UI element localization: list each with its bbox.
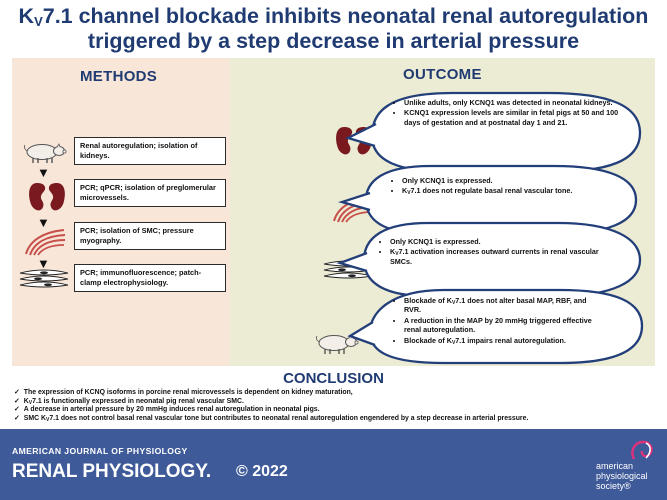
society-logo-icon [631, 440, 653, 460]
society-name: american physiological society® [596, 461, 648, 491]
check-icon: ✓ [14, 406, 20, 414]
outcome-bubble-text: Only KCNQ1 is expressed. KV7.1 activatio… [378, 237, 622, 267]
check-icon: ✓ [14, 414, 20, 422]
copyright-year: © 2022 [236, 463, 288, 480]
method-step-box: PCR; isolation of SMC; pressure myograph… [74, 222, 226, 250]
check-icon: ✓ [14, 389, 20, 396]
conclusion-item: ✓The expression of KCNQ isoforms in porc… [14, 389, 353, 396]
outcome-heading: OUTCOME [403, 66, 482, 83]
outcome-item: A reduction in the MAP by 20 mmHg trigge… [404, 316, 592, 335]
method-step-box: PCR; immunofluorescence; patch-clamp ele… [74, 264, 226, 292]
down-arrow-icon: ▼ [37, 256, 50, 271]
outcome-bubble-2-tail [338, 191, 371, 212]
outcome-bubble-4 [368, 288, 644, 365]
outcome-bubbles [336, 91, 644, 365]
conclusion-heading: CONCLUSION [283, 370, 384, 387]
conclusion-list: ✓The expression of KCNQ isoforms in porc… [14, 389, 654, 423]
conclusion-item: ✓A decrease in arterial pressure by 20 m… [14, 406, 320, 414]
outcome-item: KCNQ1 expression levels are similar in f… [404, 108, 628, 127]
method-step-box: Renal autoregulation; isolation of kidne… [74, 137, 226, 165]
outcome-item: Blockade of KV7.1 does not alter basal M… [404, 296, 592, 315]
smooth-muscle-cells-icon [19, 269, 69, 288]
outcome-bubble-text: Blockade of KV7.1 does not alter basal M… [392, 296, 592, 346]
methods-panel [12, 58, 230, 366]
pig-icon [23, 143, 67, 163]
outcome-item: Only KCNQ1 is expressed. [390, 237, 622, 246]
outcome-bubble-1-tail [344, 122, 377, 148]
outcome-item: Blockade of KV7.1 impairs renal autoregu… [404, 336, 592, 346]
page-title: KV7.1 channel blockade inhibits neonatal… [0, 4, 667, 54]
outcome-item: Unlike adults, only KCNQ1 was detected i… [404, 98, 628, 107]
pig-icon [315, 334, 359, 354]
outcome-item: KV7.1 activation increases outward curre… [390, 247, 622, 266]
vessels-icon [25, 229, 66, 256]
outcome-bubble-3-tail [336, 251, 368, 273]
journal-series: AMERICAN JOURNAL OF PHYSIOLOGY [12, 446, 188, 456]
outcome-item: Only KCNQ1 is expressed. [402, 176, 620, 185]
title-line-1: KV7.1 channel blockade inhibits neonatal… [18, 4, 649, 29]
down-arrow-icon: ▼ [37, 215, 50, 230]
title-line-2: triggered by a step decrease in arterial… [87, 29, 580, 53]
outcome-bubble-text: Only KCNQ1 is expressed. KV7.1 does not … [390, 176, 620, 197]
method-step-box: PCR; qPCR; isolation of preglomerular mi… [74, 179, 226, 207]
outcome-item: KV7.1 does not regulate basal renal vasc… [402, 186, 620, 196]
footer-bar [0, 429, 667, 500]
conclusion-item: ✓KV7.1 is functionally expressed in neon… [14, 397, 244, 406]
conclusion-item: ✓SMC KV7.1 does not control basal renal … [14, 414, 529, 423]
check-icon: ✓ [14, 397, 20, 405]
methods-heading: METHODS [80, 68, 158, 85]
outcome-bubble-4-tail [347, 321, 376, 347]
journal-name: RENAL PHYSIOLOGY. [12, 461, 212, 482]
down-arrow-icon: ▼ [37, 165, 50, 180]
kidneys-icon [29, 183, 65, 211]
outcome-bubble-text: Unlike adults, only KCNQ1 was detected i… [392, 98, 628, 128]
